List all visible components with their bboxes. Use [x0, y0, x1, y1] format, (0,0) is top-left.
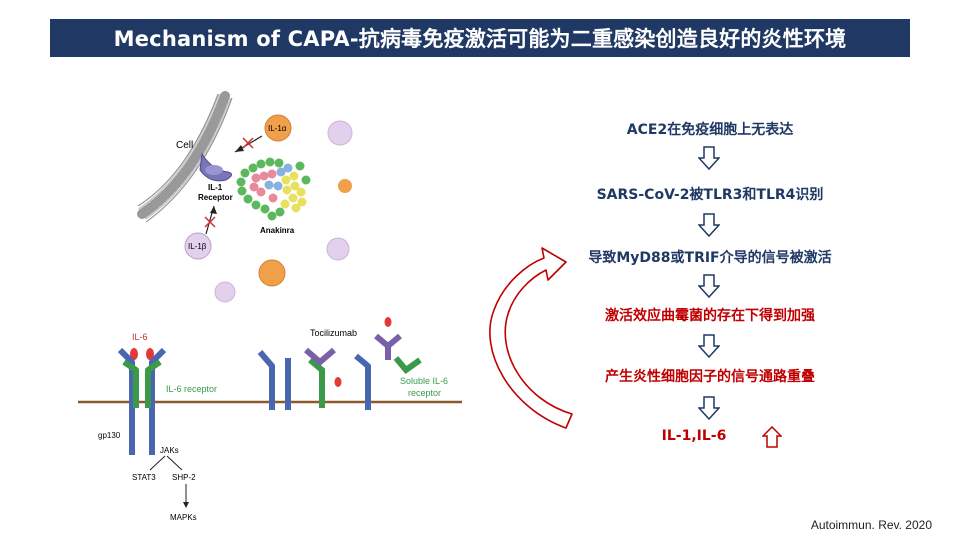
il1b-cytokine	[184, 232, 212, 260]
arrowhead	[183, 502, 189, 508]
signal-arrow	[149, 455, 166, 471]
gp130-receptor	[117, 347, 135, 455]
soluble-receptor-label-line1: Soluble IL-6	[400, 376, 448, 386]
block-cross-icon	[242, 137, 254, 149]
gp130-receptor	[354, 353, 371, 410]
cytokine-lilac	[327, 120, 353, 146]
il1-receptor	[199, 152, 232, 182]
soluble-receptor-label-line2: receptor	[408, 388, 441, 398]
anakinra-label: Anakinra	[260, 226, 295, 235]
il1a-label: IL-1α	[268, 124, 287, 133]
down-arrow-icon	[698, 334, 720, 358]
block-cross-icon	[204, 216, 216, 228]
cell-membrane	[137, 91, 233, 223]
cell-label: Cell	[176, 140, 193, 151]
il6-label: IL-6	[132, 332, 148, 342]
shp2-label: SHP-2	[172, 473, 196, 482]
il6-cytokine	[146, 348, 154, 360]
down-arrow-icon	[698, 274, 720, 298]
mapks-label: MAPKs	[170, 513, 197, 522]
arrowhead-alpha	[235, 145, 244, 152]
down-arrow-icon	[698, 146, 720, 170]
arrowhead-beta	[210, 206, 217, 214]
flow-result: IL-1,IL-6	[661, 428, 727, 444]
anakinra-molecule	[236, 157, 311, 221]
citation: Autoimmun. Rev. 2020	[810, 518, 932, 532]
cytokine-lilac	[326, 237, 350, 261]
down-arrow-icon	[698, 213, 720, 237]
flow-step-4: 激活效应曲霉菌的存在下得到加强	[605, 308, 815, 324]
gp130-receptor	[257, 350, 275, 410]
tocilizumab-label: Tocilizumab	[310, 328, 357, 338]
cytokine-orange	[338, 179, 352, 193]
down-arrow-icon	[698, 396, 720, 420]
cytokine-orange	[258, 259, 286, 287]
jaks-label: JAKs	[160, 446, 179, 455]
flow-step-3: 导致MyD88或TRIF介导的信号被激活	[588, 250, 832, 266]
stat3-label: STAT3	[132, 473, 156, 482]
il6-receptor-label: IL-6 receptor	[166, 384, 217, 394]
tocilizumab-antibody	[304, 347, 336, 408]
flow-step-2: SARS-CoV-2被TLR3和TLR4识别	[596, 187, 824, 203]
il6-receptor	[122, 359, 139, 408]
il6-cytokine	[334, 377, 342, 387]
il1-anakinra-figure: Cell IL-1 Receptor IL-1α IL-1β	[137, 91, 353, 303]
il6-tocilizumab-figure: IL-6 IL-6 receptor gp130 JAKs STAT3 SHP-…	[78, 317, 462, 522]
gp130-label: gp130	[98, 431, 121, 440]
soluble-il6-receptor	[393, 356, 422, 375]
title-bar: Mechanism of CAPA-抗病毒免疫激活可能为二重感染创造良好的炎性环…	[50, 19, 910, 57]
receptor-label-line2: Receptor	[198, 193, 233, 202]
receptor-label-line1: IL-1	[208, 183, 223, 192]
flow-step-5: 产生炎性细胞因子的信号通路重叠	[605, 369, 815, 385]
il6-cytokine	[130, 348, 138, 360]
flow-step-1: ACE2在免疫细胞上无表达	[626, 122, 794, 138]
il6-cytokine	[384, 317, 392, 327]
page-title: Mechanism of CAPA-抗病毒免疫激活可能为二重感染创造良好的炎性环…	[113, 27, 847, 51]
il1b-label: IL-1β	[188, 242, 207, 251]
signal-arrow	[166, 455, 183, 471]
il6-receptor	[145, 359, 162, 408]
il1a-cytokine	[264, 114, 292, 142]
cytokine-lilac	[214, 281, 236, 303]
gp130-receptor	[149, 347, 167, 455]
up-arrow-icon	[762, 426, 782, 448]
feedback-curved-arrow	[489, 247, 573, 429]
tocilizumab-antibody	[374, 333, 402, 360]
